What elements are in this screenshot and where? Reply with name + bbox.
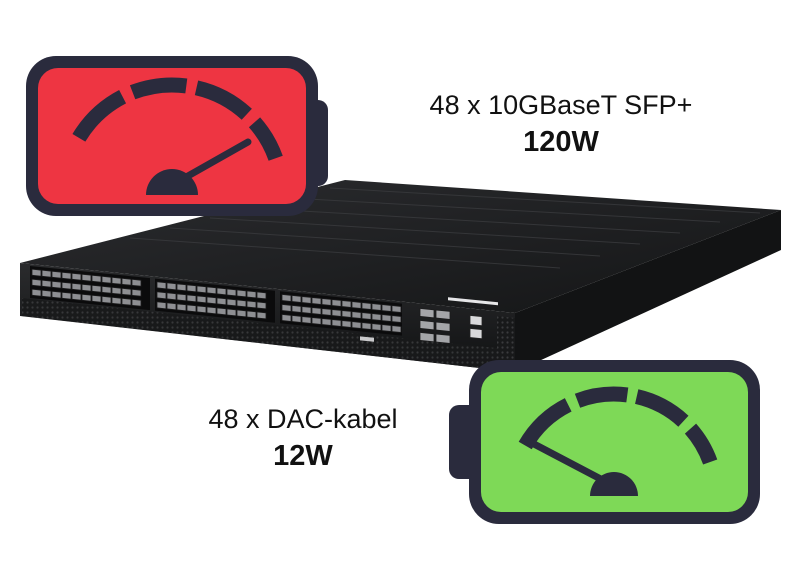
switch-side-panel	[515, 210, 781, 372]
high-power-wattage: 120W	[523, 126, 599, 158]
right-vent-block	[497, 316, 515, 372]
battery-fill-green	[481, 372, 748, 512]
usb-port	[360, 336, 374, 342]
port-label-strip	[448, 297, 498, 306]
network-switch	[20, 180, 781, 372]
management-ports	[469, 315, 483, 340]
low-power-port-description: 48 x DAC-kabel	[208, 404, 398, 434]
front-vent-strip	[22, 298, 515, 372]
high-power-port-description: 48 x 10GBaseT SFP+	[429, 90, 693, 120]
sfp-port-grid	[30, 266, 498, 344]
low-power-battery	[449, 360, 760, 524]
high-power-spec: 48 x 10GBaseT SFP+ 120W	[396, 88, 726, 162]
low-power-spec: 48 x DAC-kabel 12W	[168, 402, 438, 476]
switch-top-panel	[20, 180, 781, 313]
speedometer-icon	[72, 77, 283, 195]
uplink-ports	[419, 307, 451, 344]
high-power-battery	[26, 56, 328, 216]
low-power-wattage: 12W	[273, 440, 333, 472]
switch-top-stripes	[129, 187, 761, 269]
speedometer-icon	[518, 386, 718, 496]
